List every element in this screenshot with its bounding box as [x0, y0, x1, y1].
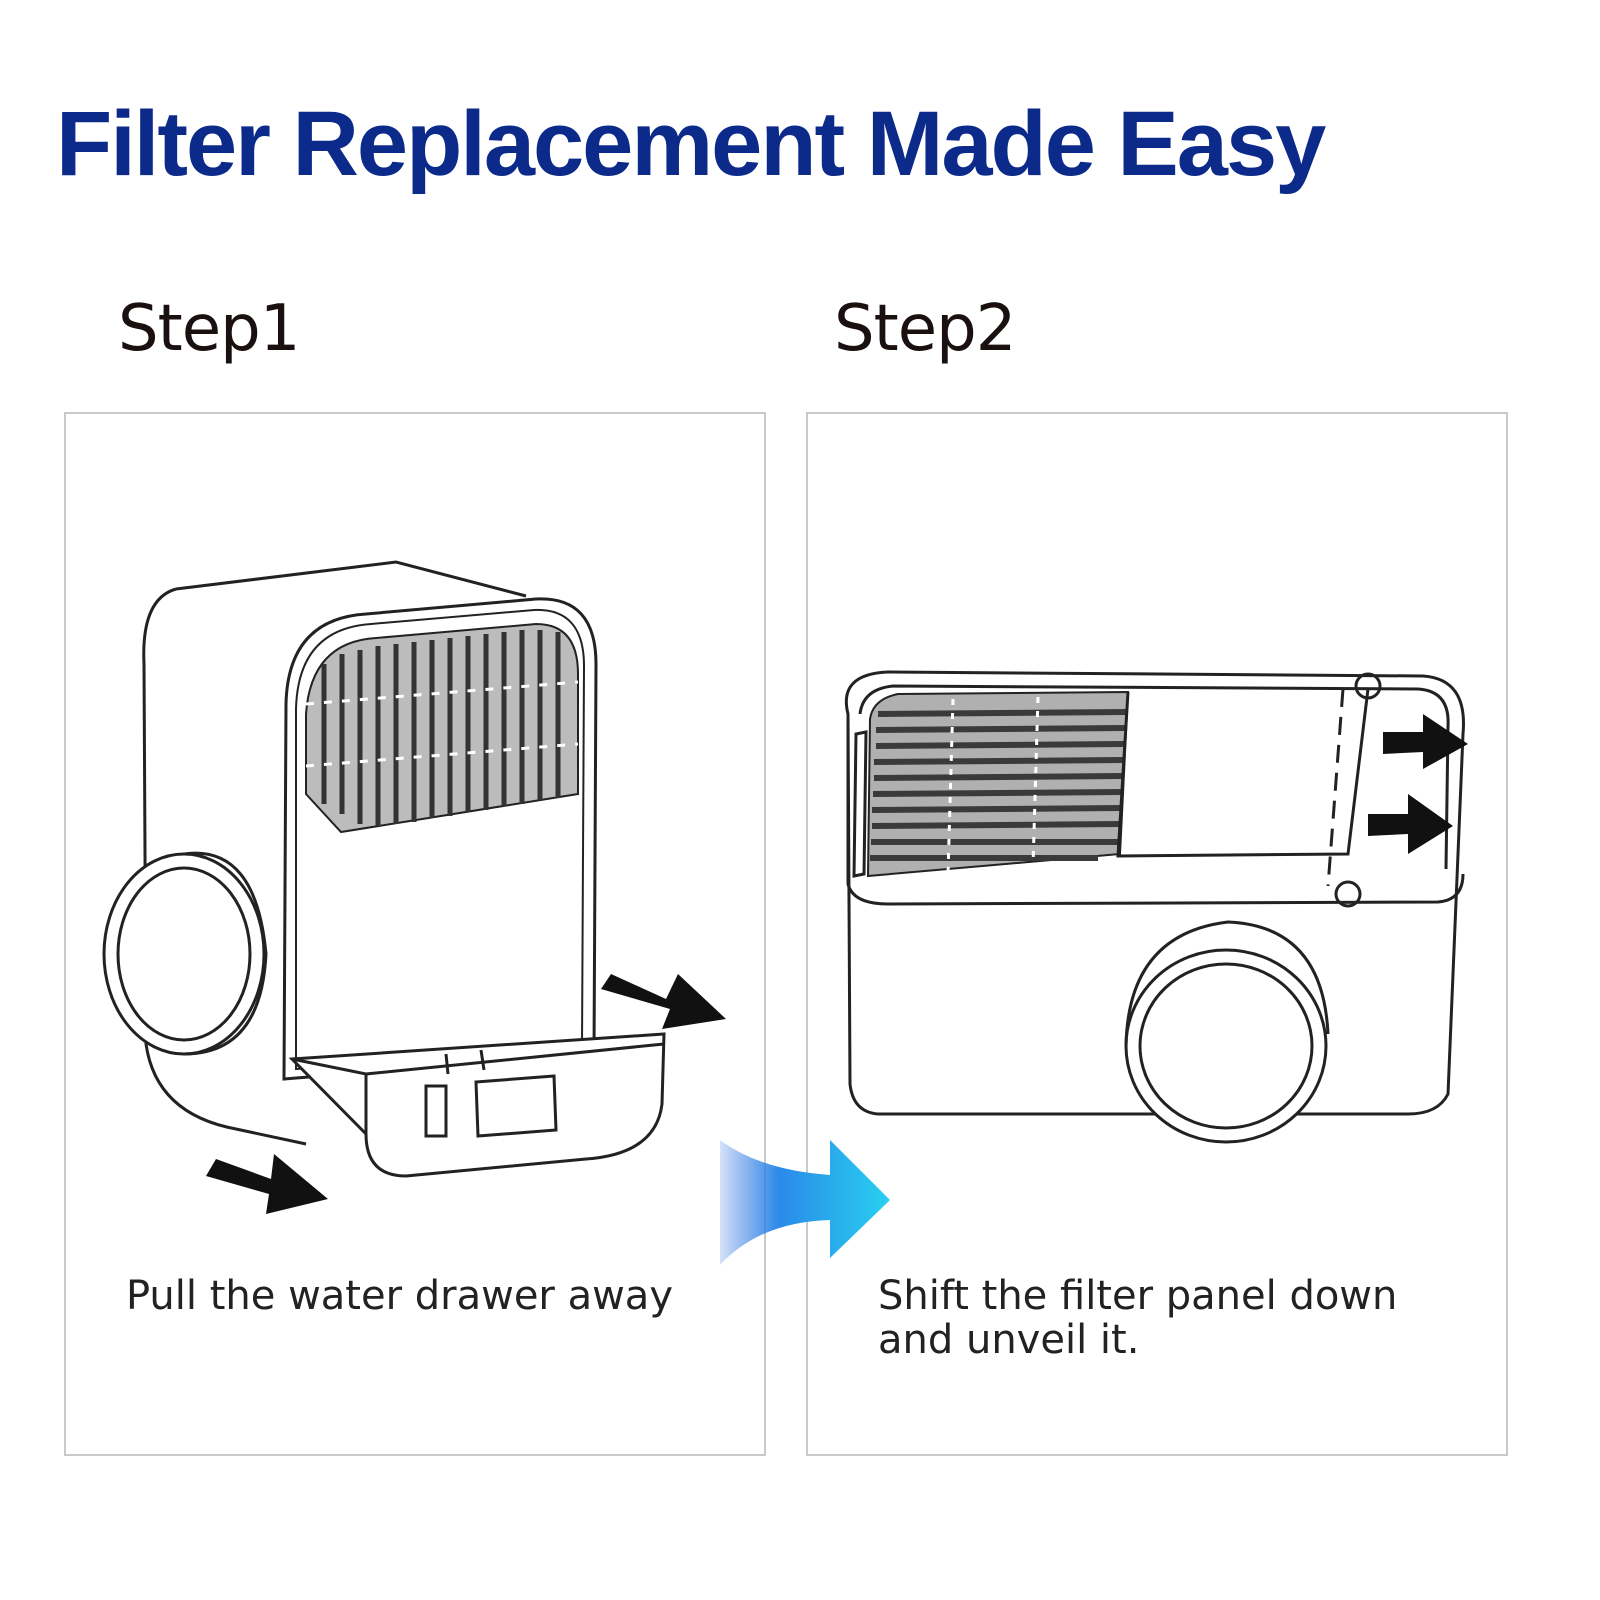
flow-arrow-icon	[720, 1140, 890, 1265]
step2-caption: Shift the filter panel down and unveil i…	[878, 1273, 1398, 1363]
step2-filter-grille	[866, 690, 1130, 878]
step1-caption: Pull the water drawer away	[126, 1273, 673, 1319]
page-title: Filter Replacement Made Easy	[56, 93, 1326, 195]
step2-arrow-upper-icon	[1383, 714, 1468, 769]
step2-panel: Shift the filter panel down and unveil i…	[806, 412, 1508, 1456]
step1-panel: Pull the water drawer away	[64, 412, 766, 1456]
step1-arrow-right-icon	[601, 974, 726, 1029]
step2-illustration	[845, 670, 1468, 1144]
step2-label: Step2	[834, 292, 1016, 366]
step2-arrow-lower-icon	[1368, 794, 1453, 854]
step2-air-duct	[1124, 920, 1330, 1144]
step1-air-duct	[102, 851, 268, 1056]
step1-water-drawer	[288, 1032, 666, 1178]
step1-filter-grille	[305, 622, 579, 834]
step1-arrow-down-icon	[206, 1154, 328, 1214]
step1-illustration	[102, 560, 726, 1214]
step1-label: Step1	[118, 292, 300, 366]
